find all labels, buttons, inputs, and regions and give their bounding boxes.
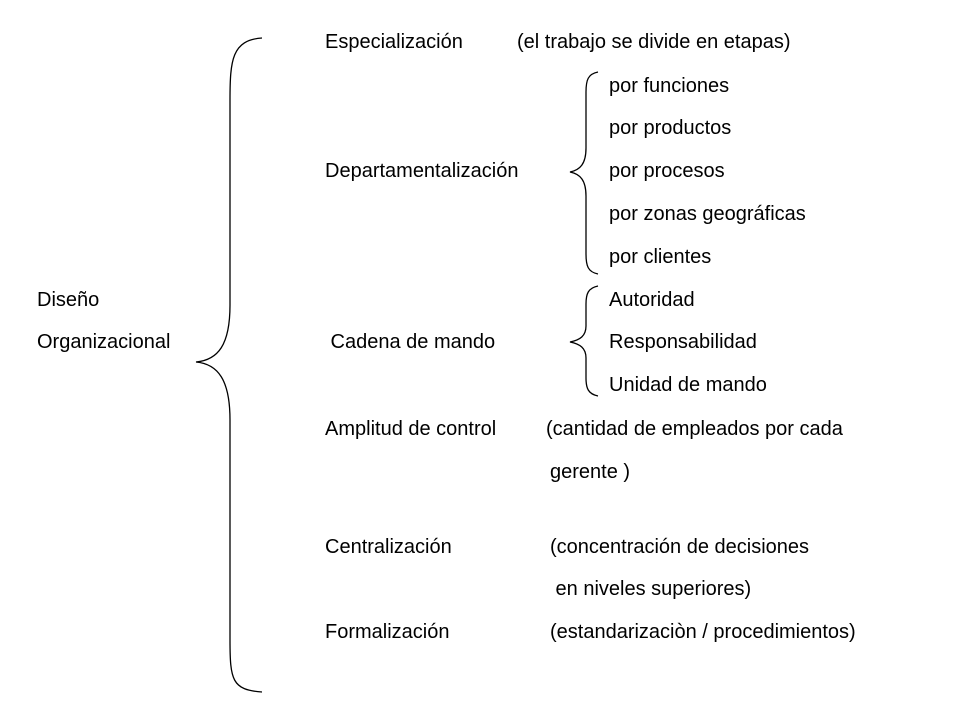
departamentalizacion-label: Departamentalización: [325, 160, 519, 182]
departamentalizacion-item: por procesos: [609, 160, 725, 182]
cadena-item: Autoridad: [609, 289, 695, 311]
cadena-item: Unidad de mando: [609, 374, 767, 396]
departamentalizacion-item: por clientes: [609, 246, 712, 268]
especializacion-label: Especialización: [325, 31, 463, 53]
departamentalizacion-item: por productos: [609, 117, 732, 139]
centralizacion-note-line1: (concentración de decisiones: [550, 536, 810, 558]
root-label-line1: Diseño: [37, 289, 100, 311]
departamentalizacion-item: por zonas geográficas: [609, 203, 806, 225]
cadena-item: Responsabilidad: [609, 331, 757, 353]
especializacion-note: (el trabajo se divide en etapas): [517, 31, 791, 53]
amplitud-note-line2: gerente ): [550, 461, 631, 483]
amplitud-note-line1: (cantidad de empleados por cada: [546, 418, 843, 440]
root-label-line2: Organizacional: [37, 331, 171, 353]
centralizacion-label: Centralización: [325, 536, 452, 558]
cadena-label: Cadena de mando: [325, 331, 496, 353]
formalizacion-label: Formalización: [325, 621, 450, 643]
formalizacion-note: (estandarizaciòn / procedimientos): [550, 621, 856, 643]
cadena-brace: [569, 285, 599, 397]
departamentalizacion-item: por funciones: [609, 75, 730, 97]
main-brace: [195, 37, 263, 693]
departamentalizacion-brace: [569, 71, 599, 275]
centralizacion-note-line2: en niveles superiores): [550, 578, 752, 600]
amplitud-label: Amplitud de control: [325, 418, 497, 440]
